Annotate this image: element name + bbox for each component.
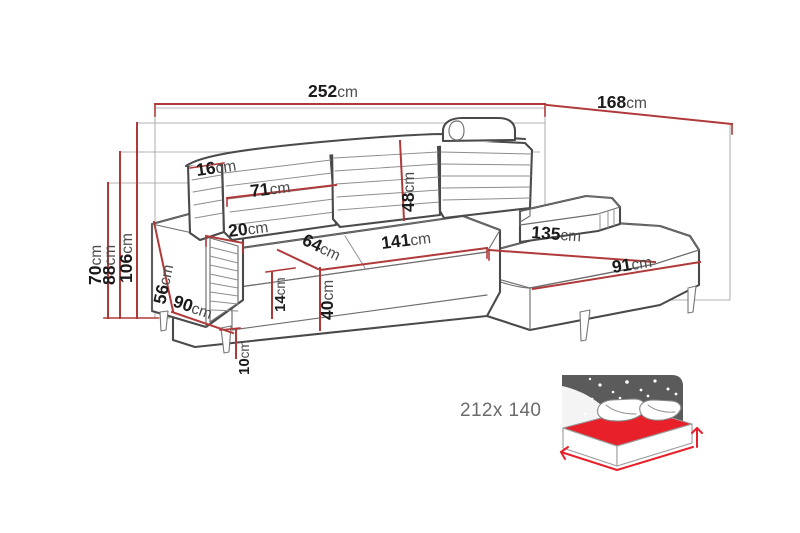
dimension-lines bbox=[103, 103, 734, 359]
label-total-width: 252cm bbox=[308, 81, 358, 101]
label-seat-height: 40cm bbox=[317, 280, 337, 320]
dimension-labels: 252cm 168cm 70cm 88cm 106cm 56cm 90cm 16… bbox=[85, 81, 653, 375]
bed-with-night-sky-icon bbox=[560, 375, 703, 471]
label-arm-height: 56cm bbox=[149, 262, 177, 305]
bed-arrow-depth-head bbox=[691, 427, 703, 434]
dimline-10-tick bbox=[219, 327, 241, 331]
dimline-91 bbox=[531, 260, 702, 291]
bcls-seam-3 bbox=[193, 199, 223, 206]
label-total-height: 70cm bbox=[85, 245, 105, 285]
bcls-seam-2 bbox=[192, 186, 223, 193]
leg-rear-left bbox=[159, 310, 169, 332]
label-back-height-88: 88cm bbox=[99, 245, 119, 285]
dimline-56 bbox=[152, 220, 175, 313]
headrest-bolster-end bbox=[448, 120, 465, 141]
left-arm-ribs bbox=[209, 246, 239, 312]
sofa-illustration bbox=[150, 116, 701, 354]
leg-front-right bbox=[579, 309, 591, 342]
corner-connector bbox=[519, 207, 531, 223]
leg-front-left bbox=[220, 325, 232, 354]
sofa-legs bbox=[159, 285, 697, 354]
dimline-135 bbox=[487, 248, 657, 264]
dimline-14-tick-top bbox=[265, 267, 296, 273]
label-overall-height-106: 106cm bbox=[116, 233, 136, 283]
pillow-right-crease bbox=[647, 404, 676, 413]
label-leg-height: 10cm bbox=[236, 340, 253, 375]
dimline-20 bbox=[204, 234, 245, 245]
seat-cushion-split bbox=[344, 235, 366, 269]
dimline-168 bbox=[545, 103, 734, 126]
bcls-seam-1 bbox=[191, 174, 222, 181]
label-chaise-width: 91cm bbox=[610, 251, 653, 277]
label-seat-cushion-thickness: 14cm bbox=[272, 277, 289, 312]
dimline-71 bbox=[225, 183, 338, 200]
label-backrest-top: 16cm bbox=[195, 155, 238, 180]
bcls-seam-4 bbox=[194, 212, 224, 219]
label-backrest-height: 48cm bbox=[398, 172, 418, 212]
label-seat-width: 141cm bbox=[380, 227, 432, 253]
label-total-depth: 168cm bbox=[597, 92, 647, 112]
backrest-top-rail bbox=[184, 132, 527, 168]
label-chaise-length: 135cm bbox=[531, 222, 582, 245]
dimline-16 bbox=[189, 162, 225, 169]
pillow-right bbox=[639, 399, 682, 421]
bed-arrow-width bbox=[560, 446, 694, 471]
sleeping-area-block: 212x 140 bbox=[460, 375, 703, 471]
leg-rear-right bbox=[687, 285, 697, 314]
left-arm-front-panel bbox=[209, 237, 239, 323]
dimline-141 bbox=[318, 246, 489, 272]
back-cushion-b-seams bbox=[333, 151, 441, 211]
dimline-64 bbox=[276, 248, 320, 271]
pillow-left-crease bbox=[605, 404, 637, 415]
headrest-bolster bbox=[441, 116, 517, 143]
dimline-48 bbox=[398, 139, 406, 222]
seat-bottom-line bbox=[231, 294, 488, 331]
label-back-cushion-width: 71cm bbox=[249, 176, 291, 201]
label-arm-width: 20cm bbox=[227, 216, 269, 241]
chaise-arm-top bbox=[519, 195, 621, 226]
back-cushion-c bbox=[438, 137, 534, 220]
bed-arrow-width-head-left bbox=[560, 446, 569, 460]
sleeping-area-label: 212x 140 bbox=[460, 400, 541, 421]
back-cushion-c-seams bbox=[440, 151, 532, 201]
